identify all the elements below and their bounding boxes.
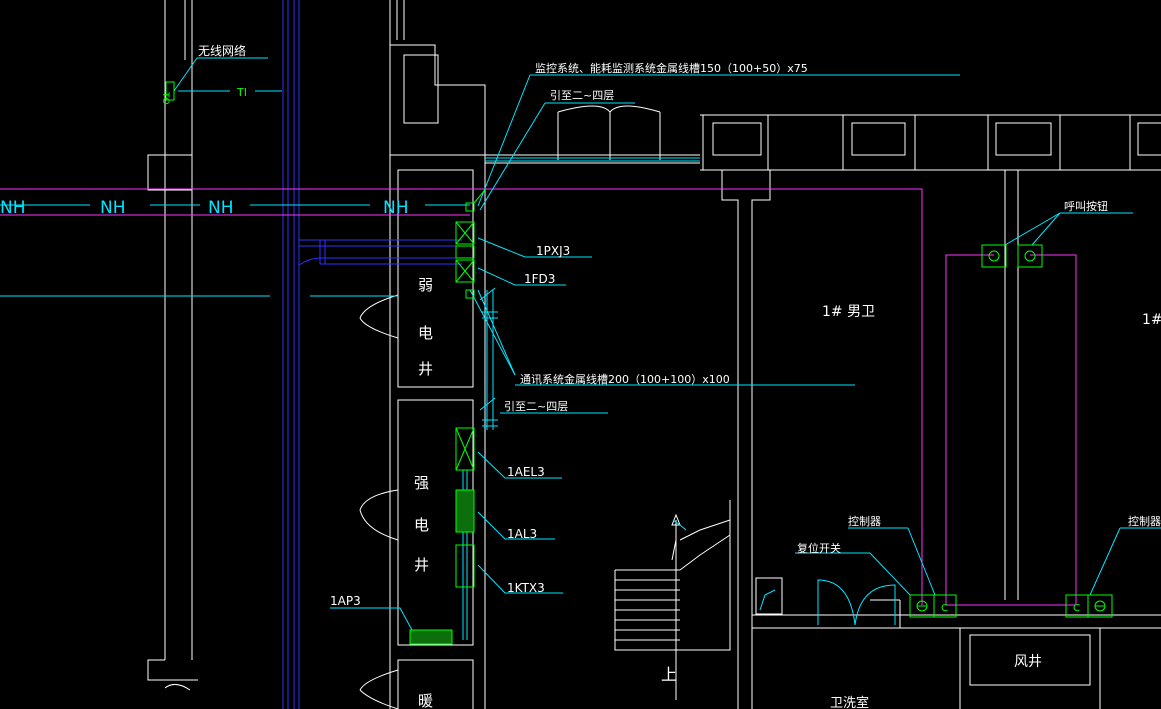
blue-ducts	[282, 0, 462, 709]
label-nh-3: NH	[208, 198, 234, 218]
label-strong-shaft-2: 电	[414, 516, 429, 534]
label-c-2: C	[1073, 603, 1080, 614]
label-1pxj3: 1PXJ3	[536, 244, 570, 258]
label-1ael3: 1AEL3	[507, 465, 545, 479]
label-lead-up-2: 引至二~四层	[504, 399, 568, 413]
label-air-shaft: 风井	[1014, 654, 1042, 670]
label-nh-4: NH	[383, 198, 409, 218]
label-monitoring-trunk: 监控系统、能耗监测系统金属线槽150（100+50）x75	[535, 61, 808, 75]
stairs	[614, 500, 731, 700]
label-up: 上	[661, 665, 677, 684]
label-controller-2: 控制器	[1128, 514, 1161, 528]
label-strong-shaft-3: 井	[414, 556, 429, 574]
label-1ktx3: 1KTX3	[507, 581, 545, 595]
magenta-lines	[0, 188, 1077, 606]
label-mens-toilet: 1# 男卫	[822, 304, 875, 320]
label-1fd3: 1FD3	[524, 272, 555, 286]
hatched-panels	[409, 489, 475, 645]
label-bottom-room: 卫洗室	[830, 695, 869, 709]
labels: 无线网络 TO TI NH NH NH NH 监控系统、能耗监测系统金属线槽15…	[0, 43, 1161, 709]
green-equipment	[165, 81, 1113, 618]
label-reset-switch: 复位开关	[797, 541, 841, 555]
label-toilet-2: 1#	[1142, 312, 1161, 328]
label-weak-shaft-1: 弱	[418, 276, 433, 294]
label-nh-1: NH	[0, 198, 26, 218]
label-wireless-network: 无线网络	[198, 43, 246, 58]
cyan-lines	[0, 57, 1161, 640]
label-comm-trunk: 通讯系统金属线槽200（100+100）x100	[520, 372, 730, 386]
label-1ap3: 1AP3	[330, 594, 361, 608]
door-swings	[164, 294, 399, 709]
label-nh-2: NH	[100, 198, 126, 218]
label-to: TO	[160, 91, 170, 105]
label-weak-shaft-3: 井	[418, 360, 433, 378]
label-ti: TI	[236, 86, 247, 99]
label-warm-shaft: 暖	[418, 692, 433, 709]
label-lead-up-1: 引至二~四层	[550, 88, 614, 102]
label-c-1: C	[941, 603, 948, 614]
label-1al3: 1AL3	[507, 527, 537, 541]
label-controller-1: 控制器	[848, 514, 881, 528]
label-weak-shaft-2: 电	[418, 324, 433, 342]
label-call-button: 呼叫按钮	[1064, 199, 1108, 213]
label-strong-shaft-1: 强	[414, 474, 429, 492]
